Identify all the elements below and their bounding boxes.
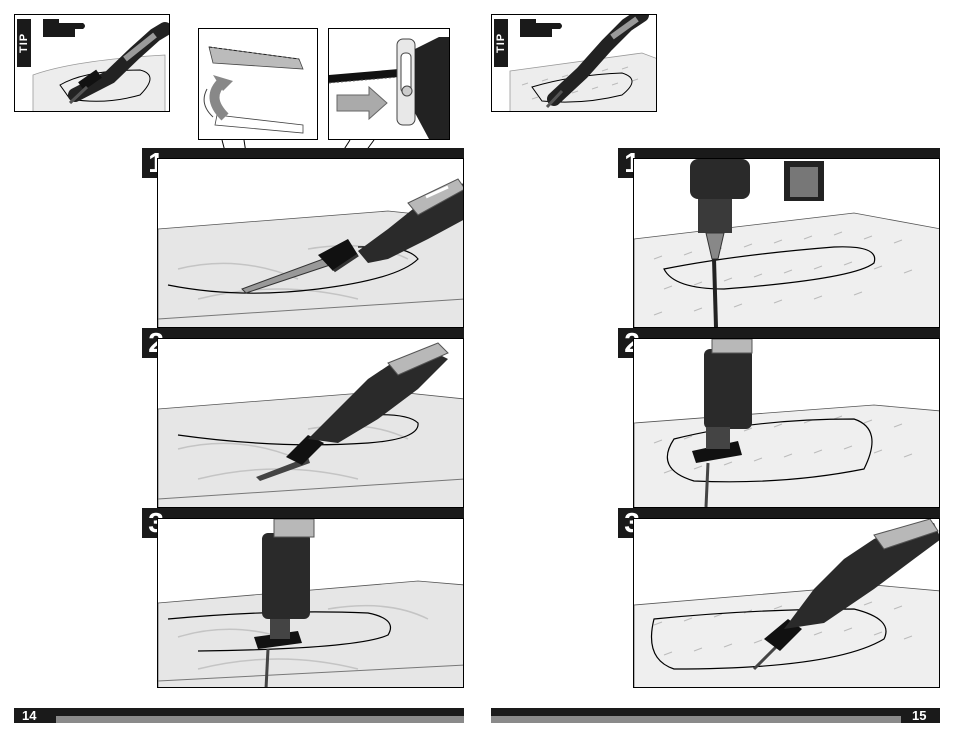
step-2-illustration (633, 338, 940, 508)
step-1-illustration (633, 158, 940, 328)
saw-tilt-cut-drawing (158, 339, 464, 508)
page-number-right: 15 (912, 708, 926, 723)
step-3-header-bar (618, 508, 940, 518)
tip-metal-cut-illustration (492, 15, 657, 112)
saw-cut-metal-drawing (634, 519, 940, 688)
right-footer-gray-strip (491, 716, 901, 723)
left-footer-gray-strip (56, 716, 464, 723)
step-1-header-bar (142, 148, 464, 158)
blade-insert-callout (198, 28, 318, 140)
tip-label: TIP (17, 19, 31, 67)
step-1-header-bar (618, 148, 940, 158)
tip-illustration-left: TIP (14, 14, 170, 112)
step-3-header-bar (142, 508, 464, 518)
step-2-header-bar (142, 328, 464, 338)
tip-label: TIP (494, 19, 508, 67)
blade-clamp-callout (328, 28, 450, 140)
drill-pilot-hole-drawing (634, 159, 940, 328)
tip-saw-illustration (15, 15, 170, 112)
step-3-illustration (157, 518, 464, 688)
step-1-illustration (157, 158, 464, 328)
blade-clamp-illustration (329, 29, 450, 140)
saw-vertical-cut-drawing (158, 519, 464, 688)
saw-insert-hole-drawing (634, 339, 940, 508)
step-3-illustration (633, 518, 940, 688)
blade-rotate-illustration (199, 29, 318, 140)
step-2-header-bar (618, 328, 940, 338)
step-2-illustration (157, 338, 464, 508)
saw-plunge-start-drawing (158, 159, 464, 328)
tip-illustration-right: TIP (491, 14, 657, 112)
page-number-left: 14 (22, 708, 36, 723)
